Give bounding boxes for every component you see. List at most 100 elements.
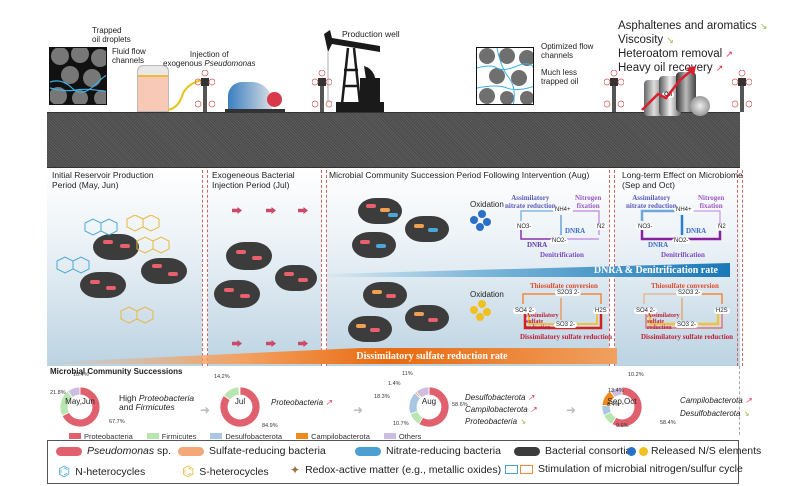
injection-flow-arrow-icon [232, 207, 242, 214]
pct-label: 9.6% [616, 423, 629, 429]
thiosulfate-label: Thiosulfate conversion [530, 282, 598, 290]
s-heterocycle-icon: ⌬ [182, 463, 195, 479]
dissimilatory-label: Dissimilatory sulfate reduction [520, 333, 613, 341]
donut-charts [59, 386, 643, 428]
no2-label: NO2- [550, 238, 569, 244]
bacterial-consortium [226, 242, 272, 270]
denitrification-label: Denitrification [540, 251, 584, 259]
bacterial-consortium [363, 282, 407, 308]
donut-center-label: Sep,Oct [607, 397, 637, 406]
pump-jack-icon [324, 30, 384, 112]
injection-flow-arrow-icon [266, 207, 276, 214]
pct-label: 58.4% [660, 420, 676, 426]
well-divider [321, 170, 327, 366]
oxidation-label-n: Oxidation [470, 200, 504, 209]
nrb-icon [355, 446, 381, 456]
pct-label: 21.8% [50, 390, 66, 396]
no2-label: NO2- [672, 238, 691, 244]
legend-consortia: Bacterial consortia [514, 445, 631, 457]
released-s-icon [470, 300, 492, 322]
denitrification-label: Denitrification [661, 251, 705, 259]
outcome-item: Heteroatom removal ↗ [618, 48, 733, 60]
transition-arrow-icon: ➜ [200, 403, 211, 417]
injection-pump [228, 82, 272, 110]
bacterial-consortium [214, 280, 260, 308]
h2s-label: H2S [593, 308, 609, 314]
reservoir-ground [47, 112, 740, 168]
so3-label: SO3 2- [675, 322, 699, 328]
successions-title: Microbial Community Successions [50, 367, 183, 376]
n2-label: N2 [595, 224, 607, 230]
pct-label: 10.4% [73, 372, 89, 378]
bacterial-consortium [93, 234, 139, 260]
n-element-icon [627, 446, 636, 456]
pct-label: 14.2% [214, 374, 230, 380]
trend-up-icon: ↗ [725, 49, 733, 59]
injection-flow-arrow-icon [232, 340, 242, 347]
well-head-injection [194, 69, 216, 112]
trapped-oil-inset [49, 47, 107, 105]
legend-campilobacterota: Campilobacterota [296, 432, 370, 441]
well-divider [202, 170, 208, 366]
so4-label: SO4 2- [634, 308, 658, 314]
donut-center-label: Jul [234, 397, 246, 406]
trend-down-icon: ↘ [666, 35, 674, 45]
legend-n-heterocycles: ⌬N-heterocycles [58, 463, 146, 479]
no3-label: NO3- [636, 224, 655, 230]
n2-label: N2 [716, 224, 728, 230]
well-head-production [311, 69, 333, 112]
outcome-item: Asphaltenes and aromatics ↘ [618, 20, 768, 32]
main-legend [47, 440, 739, 484]
legend-s-heterocycles: ⌬S-heterocycles [182, 463, 269, 479]
injection-flow-arrow-icon [298, 207, 308, 214]
pump-motor [267, 92, 282, 107]
bacterial-consortium [275, 265, 317, 291]
bacterial-consortium [352, 232, 396, 258]
donut-slice-others [609, 386, 623, 398]
period-label-succession: Microbial Community Succession Period Fo… [329, 170, 590, 180]
transition-arrow-icon: ➜ [353, 403, 364, 417]
well-head-4 [731, 69, 753, 112]
so3-label: SO3 2- [554, 322, 578, 328]
consortia-icon [514, 446, 540, 456]
legend-nrb: Nitrate-reducing bacteria [355, 445, 501, 457]
optimized-inset [476, 47, 534, 105]
s2o3-label: S2O3 2- [555, 290, 582, 296]
dissimilatory-label: Dissimilatory sulfate reduction [641, 333, 734, 341]
pct-label: 58.6% [452, 402, 468, 408]
legend-proteobacteria: Proteobacteria [69, 432, 133, 441]
legend-srb: Sulfate-reducing bacteria [178, 445, 326, 457]
donut-slice-firmicutes [223, 386, 240, 401]
released-n-icon [470, 210, 492, 232]
so4-label: SO4 2- [513, 308, 537, 314]
dnra-label-2: DNRA [527, 241, 548, 249]
donut-slice-others [67, 386, 81, 399]
phyla-legend: Proteobacteria Firmicutes Desulfobactero… [69, 432, 421, 441]
legend-stimulation: Stimulation of microbial nitrogen/sulfur… [505, 463, 743, 475]
n-heterocycle-icon: ⌬ [58, 463, 71, 479]
legend-pseudomonas: Pseudomonas sp. [56, 445, 171, 457]
donut-slice-proteobacteria [61, 386, 101, 428]
bacterial-consortium [141, 258, 187, 284]
legend-released: Released N/S elements [627, 445, 761, 457]
injection-flow-arrow-icon [298, 340, 308, 347]
redox-matter-icon: ✦ [290, 463, 301, 477]
bacterial-consortium [80, 272, 126, 298]
pseudomonas-icon [56, 446, 82, 456]
no3-label: NO3- [515, 224, 534, 230]
bacteria-tank [137, 65, 169, 112]
heterocycles-initial [56, 215, 170, 324]
pct-label: 84.9% [262, 423, 278, 429]
pct-label: 10.7% [393, 421, 409, 427]
legend-others: Others [383, 432, 421, 441]
production-well-label: Production well [342, 29, 400, 39]
